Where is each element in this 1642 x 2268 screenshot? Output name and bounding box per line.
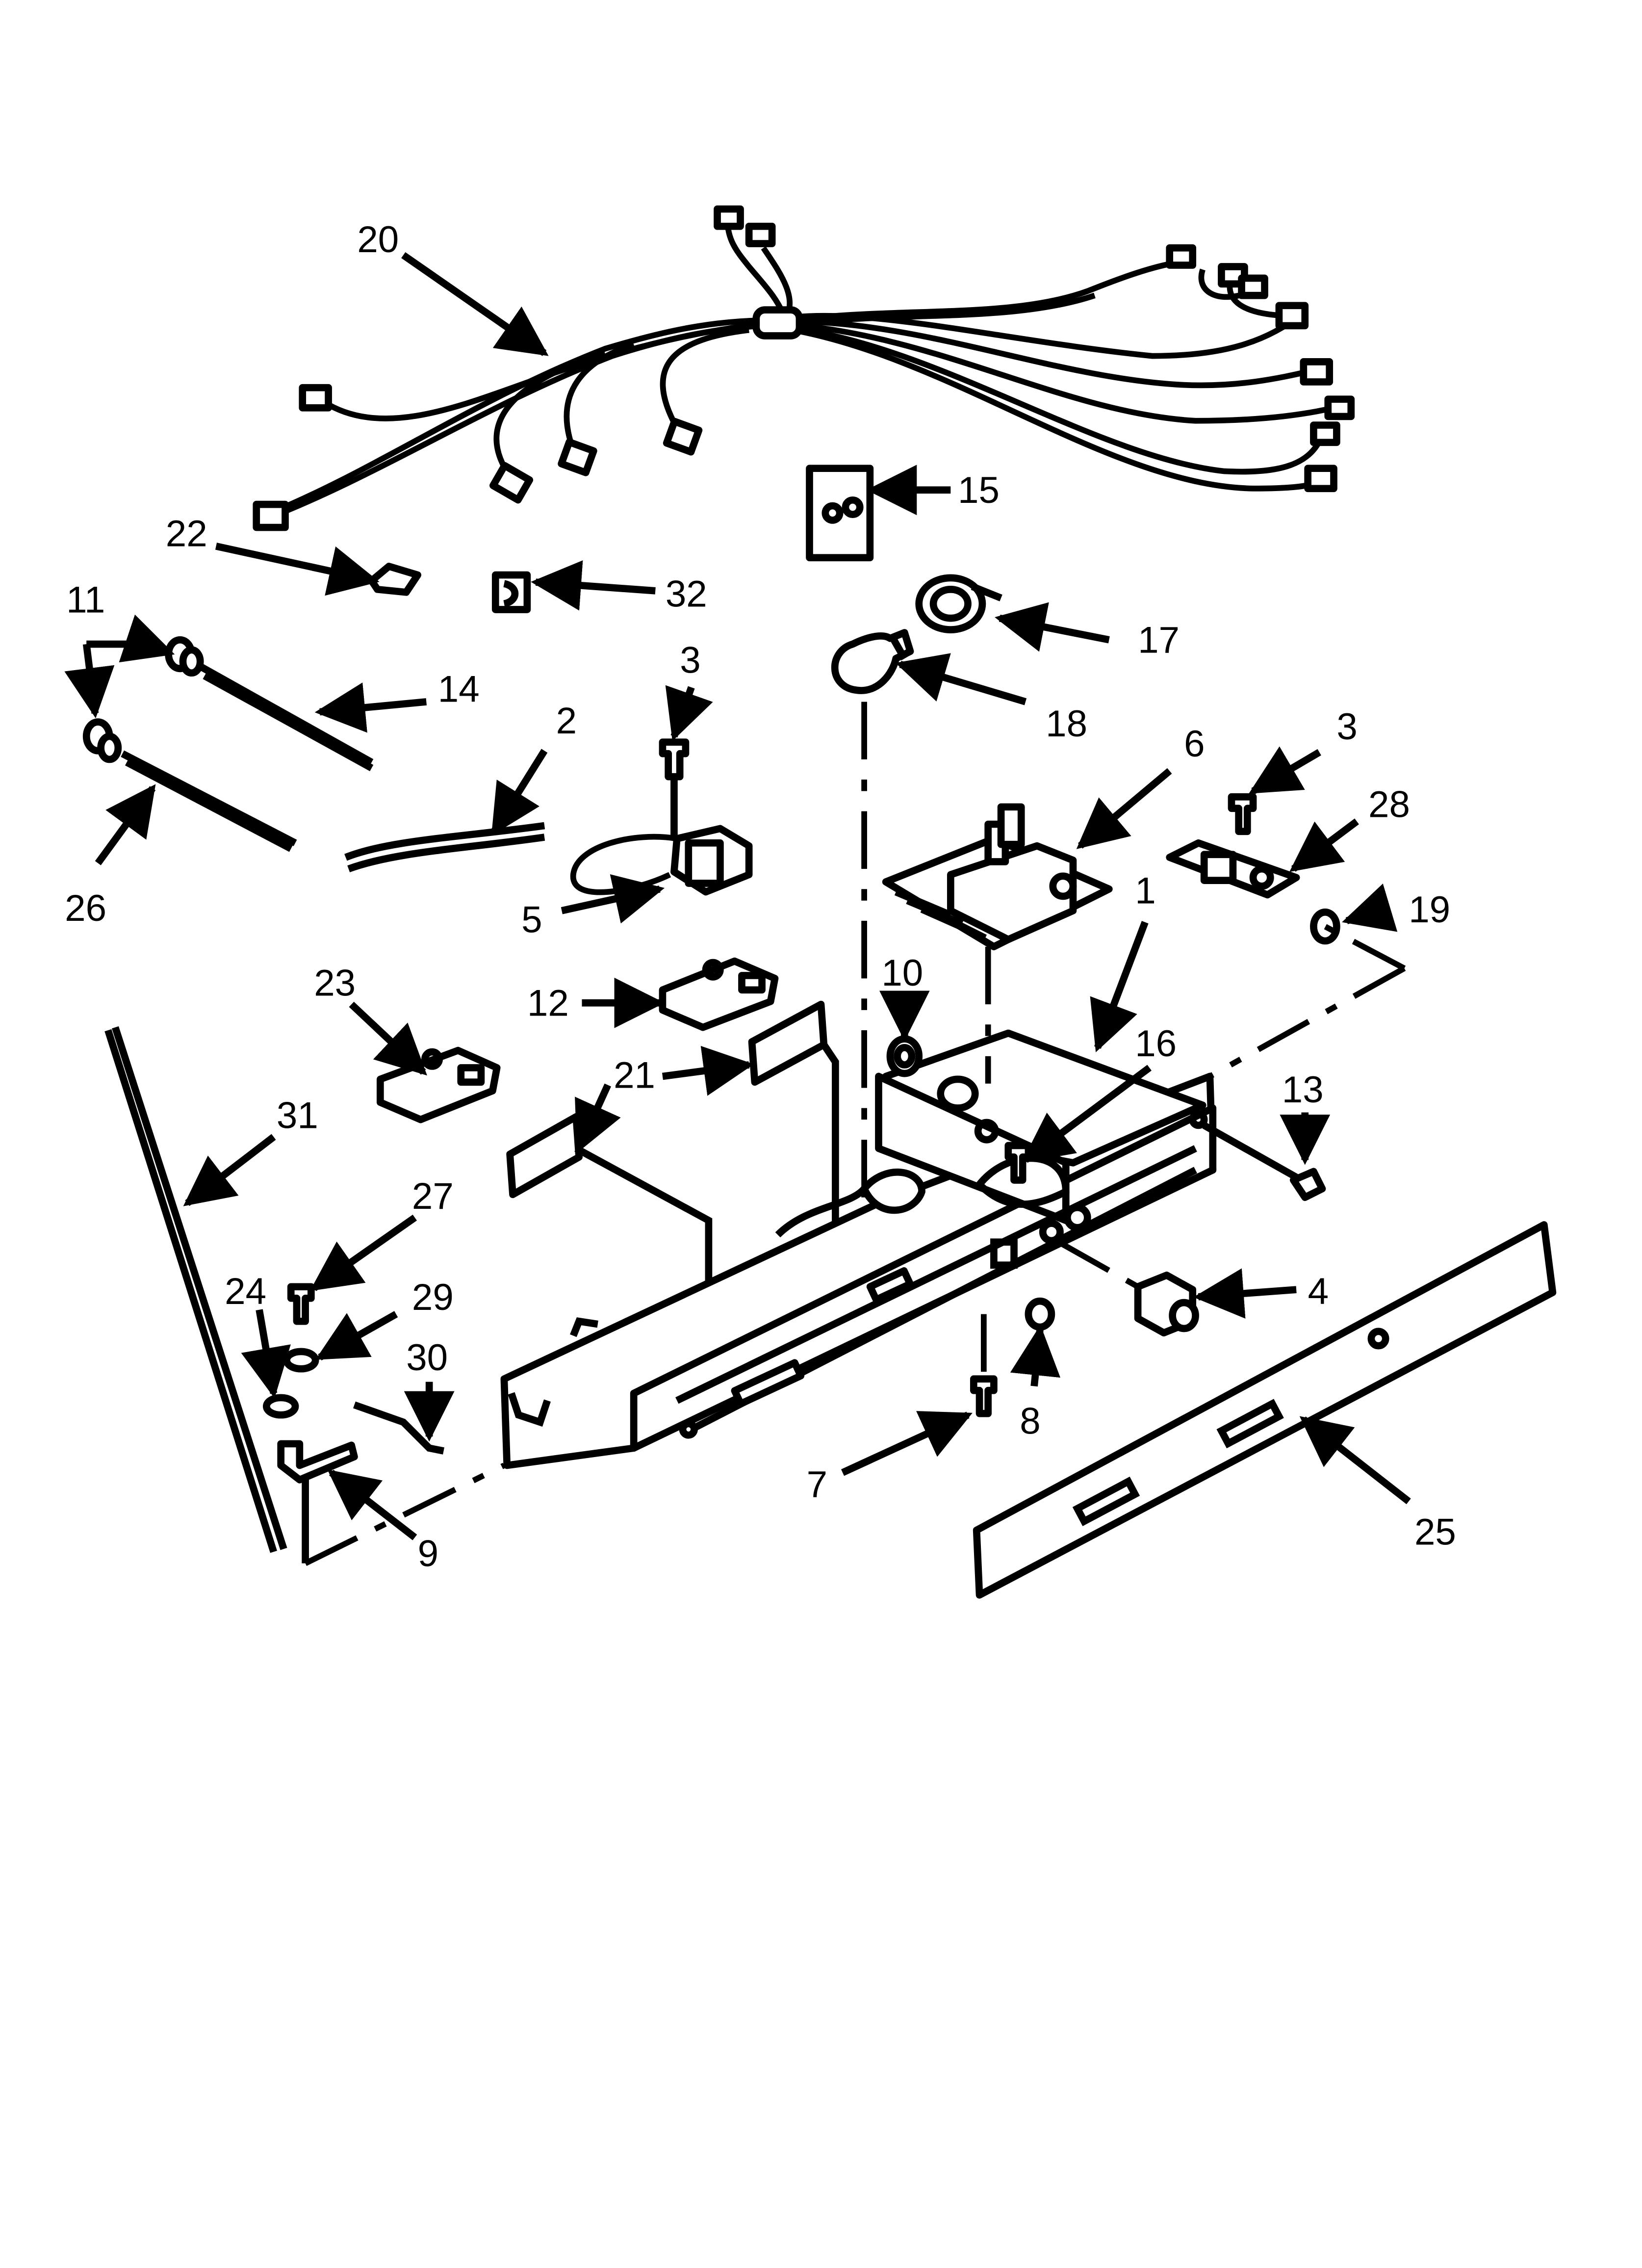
part-24-washer: [262, 1394, 299, 1419]
callout-4: 4: [1308, 1271, 1329, 1312]
part-17-lamp-socket: [915, 574, 1002, 633]
leader-lines: [64, 252, 1411, 1540]
callout-18: 18: [1046, 703, 1087, 745]
callout-9: 9: [418, 1533, 438, 1575]
callout-13: 13: [1282, 1069, 1324, 1111]
part-22-clip: [368, 563, 422, 596]
callout-16: 16: [1135, 1023, 1177, 1065]
part-2-tube: [344, 822, 545, 873]
callout-12: 12: [527, 983, 569, 1024]
callout-7: 7: [807, 1464, 827, 1506]
part-15-insulator: [806, 465, 874, 562]
wire-harness: [253, 205, 1355, 531]
callout-24: 24: [225, 1271, 266, 1312]
callout-20: 20: [357, 219, 399, 261]
part-11-grommet-lower: [82, 718, 122, 763]
part-5-switch: [570, 759, 753, 896]
callout-22: 22: [166, 513, 207, 554]
part-23-bracket: [376, 1046, 501, 1123]
part-6-control-board: [882, 803, 1113, 951]
part-10-plug: [886, 1035, 923, 1077]
callout-11: 11: [66, 579, 105, 621]
callout-26: 26: [65, 887, 106, 929]
part-14-rod: [200, 664, 374, 771]
callout-10: 10: [881, 952, 923, 994]
part-4-switch: [1134, 1271, 1199, 1337]
callout-14: 14: [438, 668, 480, 710]
part-8-knob: [1025, 1297, 1055, 1331]
callout-labels: 20 15 22 32 11 17 3 14 18 2 3 6 28 26 19…: [65, 219, 1456, 1574]
part-9-bracket: [277, 1440, 358, 1484]
part-1-control-housing: [500, 1029, 1217, 1469]
callout-8: 8: [1020, 1400, 1040, 1442]
part-28-defrost-board: [1166, 839, 1300, 899]
callout-19: 19: [1409, 889, 1450, 931]
part-3-screw-left: [659, 738, 690, 781]
callout-1: 1: [1135, 870, 1155, 912]
alignment-lines: [302, 702, 1406, 1566]
callout-21: 21: [614, 1055, 655, 1096]
part-12-bracket: [659, 957, 779, 1031]
callout-29: 29: [412, 1277, 454, 1318]
callout-17: 17: [1138, 620, 1180, 661]
callout-28: 28: [1368, 783, 1410, 825]
callout-23: 23: [314, 963, 356, 1004]
part-13-screw: [1202, 1122, 1326, 1201]
part-26-rod: [121, 750, 297, 852]
part-7-screw: [970, 1375, 998, 1417]
part-27-screw: [287, 1283, 315, 1325]
part-25-panel: [973, 1221, 1557, 1599]
part-11-grommet-upper: [165, 636, 204, 677]
part-29-washer: [283, 1348, 319, 1373]
callout-3-left: 3: [680, 640, 700, 681]
part-16-screw: [1004, 1142, 1032, 1184]
part-19-clip: [1310, 908, 1340, 945]
callout-3-right: 3: [1336, 706, 1357, 748]
part-18-light-bulb: [831, 629, 914, 694]
part-3-screw-right: [1228, 793, 1257, 835]
callout-32: 32: [666, 574, 707, 615]
part-31-rod: [104, 1026, 287, 1553]
callout-15: 15: [958, 469, 1000, 511]
callout-2: 2: [556, 700, 577, 742]
callout-27: 27: [412, 1175, 454, 1217]
callout-6: 6: [1184, 723, 1205, 765]
callout-5: 5: [521, 899, 542, 940]
part-32-clip: [491, 571, 531, 613]
callout-30: 30: [406, 1337, 448, 1379]
callout-31: 31: [277, 1095, 318, 1137]
callout-25: 25: [1414, 1512, 1456, 1553]
